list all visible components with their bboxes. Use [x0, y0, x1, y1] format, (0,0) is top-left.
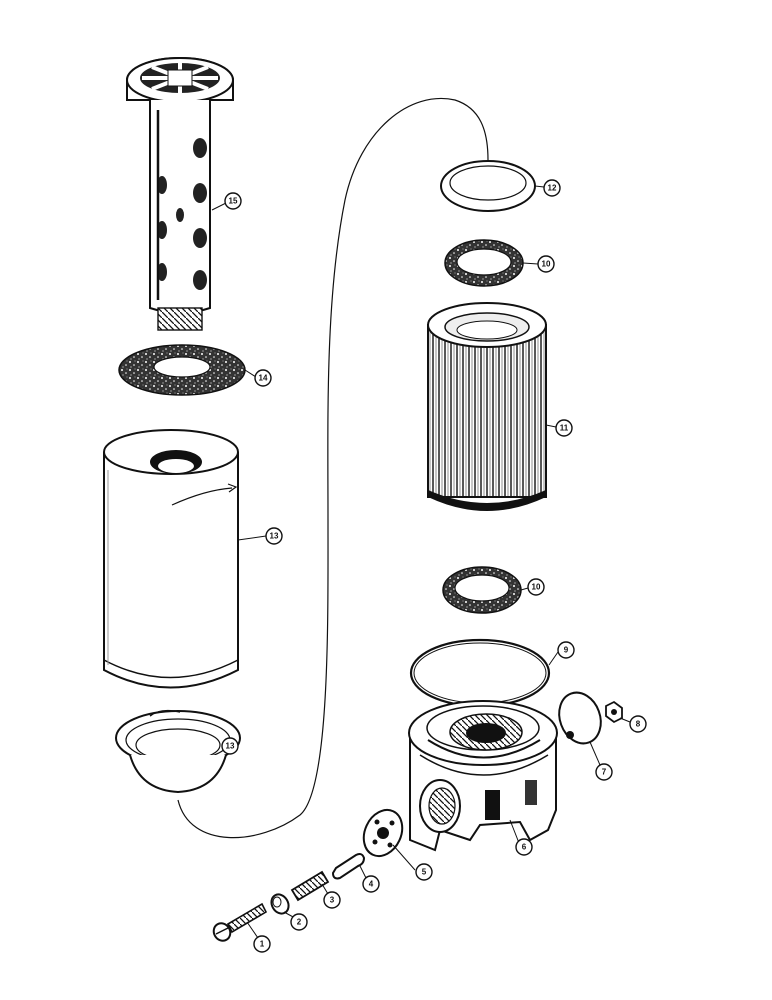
svg-text:2: 2 [297, 918, 302, 927]
screw-part-1 [212, 902, 268, 942]
callout-8: 8 [629, 715, 647, 733]
callout-10-upper: 10 [537, 255, 555, 273]
valve-disc-part-5 [362, 808, 404, 858]
o-ring-part-9 [409, 638, 551, 708]
center-tube-part-16 [126, 57, 234, 331]
svg-text:7: 7 [602, 768, 607, 777]
svg-text:10: 10 [542, 260, 551, 269]
washer-part-12 [440, 160, 536, 212]
svg-text:5: 5 [422, 868, 427, 877]
callout-6: 6 [515, 838, 533, 856]
callout-11: 11 [555, 419, 573, 437]
gasket-lower-part-10 [442, 566, 522, 614]
callout-1: 1 [253, 935, 271, 953]
filter-canister-part-14 [103, 429, 239, 689]
callout-12: 12 [543, 179, 561, 197]
gasket-part-15 [118, 344, 246, 396]
svg-text:13: 13 [226, 742, 235, 751]
callout-2: 2 [290, 913, 308, 931]
svg-text:8: 8 [636, 720, 641, 729]
cap-part-7 [558, 691, 602, 745]
callout-15: 14 [254, 369, 272, 387]
callout-13: 13 [221, 737, 239, 755]
callout-14: 13 [265, 527, 283, 545]
svg-text:11: 11 [560, 424, 569, 433]
callout-16: 15 [224, 192, 242, 210]
svg-text:4: 4 [369, 880, 374, 889]
svg-text:9: 9 [564, 646, 569, 655]
svg-text:1: 1 [260, 940, 265, 949]
svg-text:12: 12 [548, 184, 557, 193]
svg-text:13: 13 [270, 532, 279, 541]
callout-7: 7 [595, 763, 613, 781]
plug-part-2 [270, 893, 290, 915]
bowl-part-13 [115, 709, 241, 794]
filter-element-part-11 [427, 302, 547, 511]
callout-5: 5 [415, 863, 433, 881]
pin-part-4 [331, 853, 366, 880]
svg-text:6: 6 [522, 843, 527, 852]
svg-text:3: 3 [330, 896, 335, 905]
nut-part-8 [605, 700, 623, 724]
spring-part-3 [290, 870, 330, 902]
svg-text:10: 10 [532, 583, 541, 592]
filter-head-part-6 [408, 700, 558, 852]
gasket-upper-part-10 [444, 239, 524, 287]
flow-path-line [177, 98, 489, 839]
callout-3: 3 [323, 891, 341, 909]
callout-9: 9 [557, 641, 575, 659]
callout-10-lower: 10 [527, 578, 545, 596]
svg-text:14: 14 [259, 374, 268, 383]
callout-4: 4 [362, 875, 380, 893]
svg-text:15: 15 [229, 197, 238, 206]
